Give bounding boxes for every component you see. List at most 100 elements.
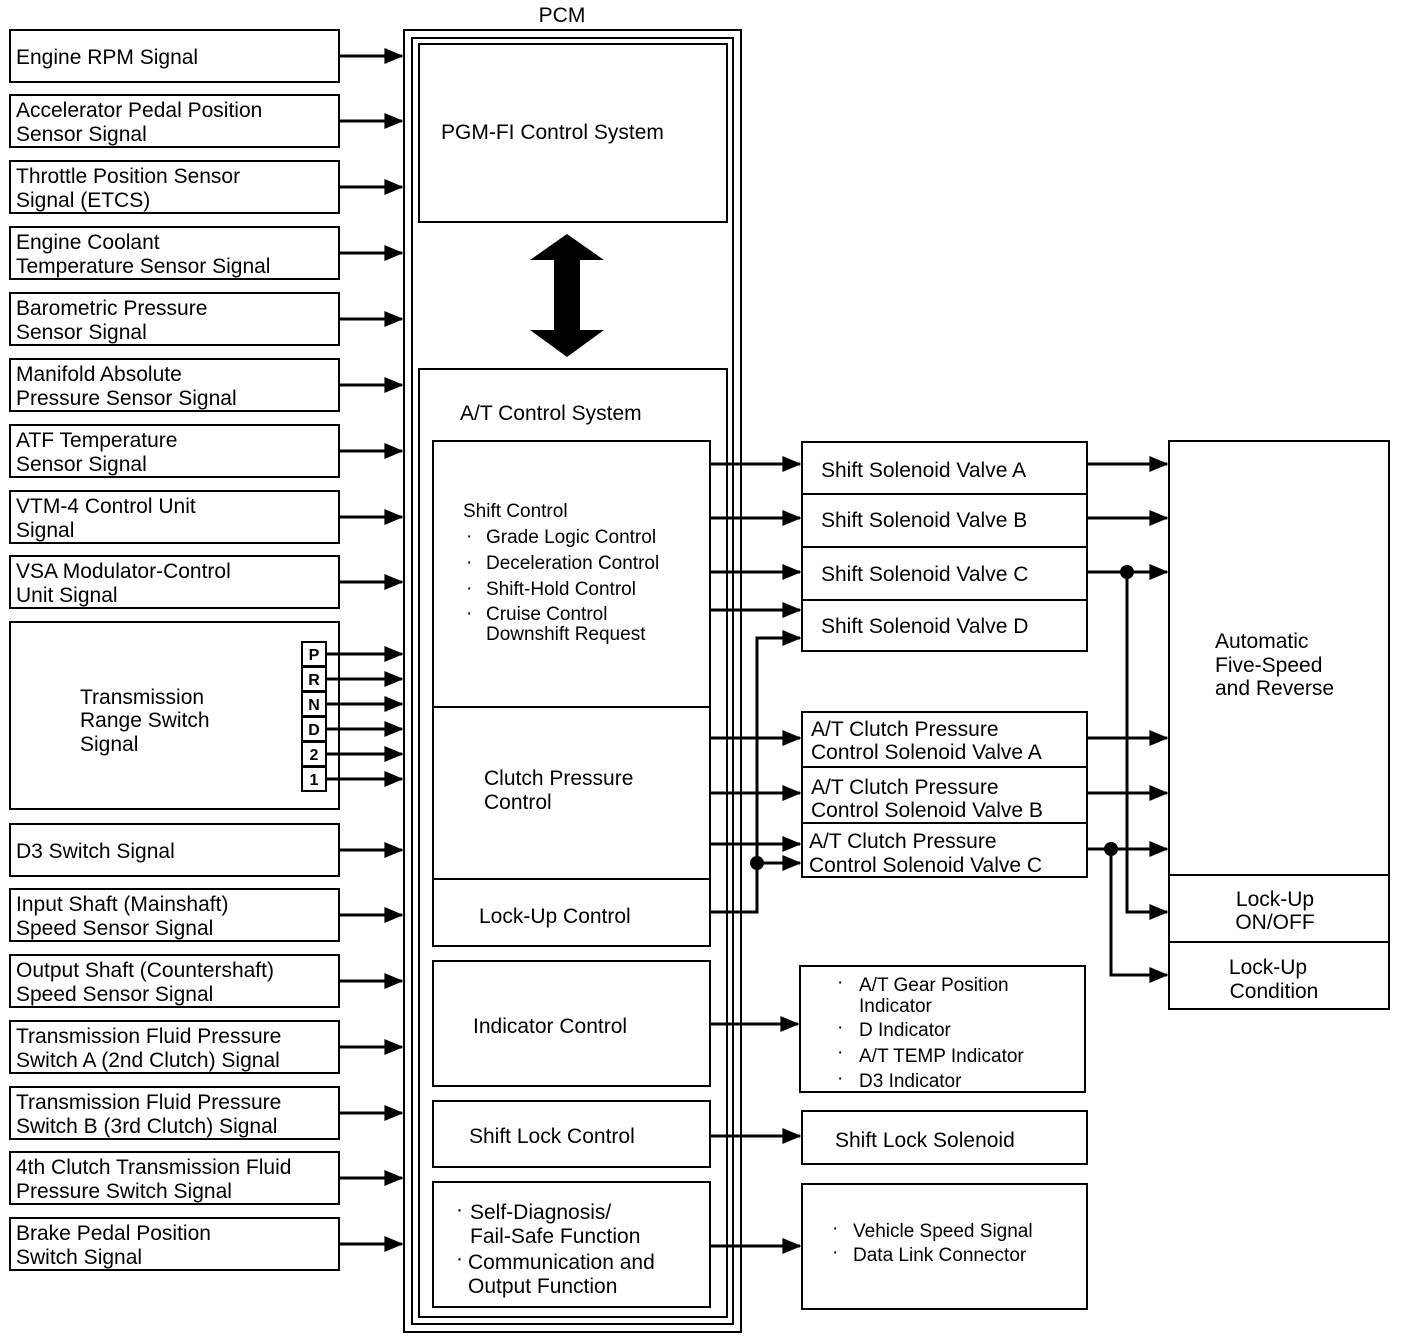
list-item: Vehicle Speed Signal xyxy=(853,1221,1033,1242)
clutch-pressure-label: Clutch Pressure xyxy=(484,767,633,790)
shift-control-items: · Grade Logic Control · Deceleration Con… xyxy=(466,526,659,645)
shift-solenoid-b-box xyxy=(801,493,1088,548)
range-position: R xyxy=(301,666,404,692)
indicators-box xyxy=(799,965,1086,1093)
list-item: A/T TEMP Indicator xyxy=(859,1046,1024,1067)
shift-solenoid-a-label: Shift Solenoid Valve A xyxy=(821,459,1026,482)
input-signal-label: Throttle Position Sensor xyxy=(16,165,240,188)
input-signal-label: Input Shaft (Mainshaft) xyxy=(16,893,228,916)
valve-c-to-lockup-arrow xyxy=(1125,572,1169,920)
list-item: Cruise Control xyxy=(486,604,607,625)
range-position: N xyxy=(301,691,404,717)
bullet-icon: · xyxy=(456,1198,463,1221)
pgmfi-box xyxy=(418,43,728,223)
bullet-icon: · xyxy=(466,526,472,547)
range-position: P xyxy=(301,641,404,667)
input-signal-label: Engine Coolant xyxy=(16,231,160,254)
input-signal-box xyxy=(9,555,340,609)
lockup-onoff-label: Lock-Up xyxy=(1236,888,1314,911)
list-item: A/T Gear Position xyxy=(859,975,1009,996)
at-control-title: A/T Control System xyxy=(460,402,642,425)
input-signal-box xyxy=(9,1217,340,1271)
bullet-icon: · xyxy=(466,603,472,624)
input-signal-box xyxy=(9,358,340,412)
range-position: 1 xyxy=(301,766,404,792)
input-signal-box xyxy=(9,888,340,942)
bullet-icon: · xyxy=(837,1017,843,1038)
input-signal: Input Shaft (Mainshaft)Speed Sensor Sign… xyxy=(9,888,404,942)
shift-solenoid-a-box xyxy=(801,441,1088,495)
indicator-list: · A/T Gear Position Indicator · D Indica… xyxy=(837,972,1024,1092)
clutch-pressure-valves: A/T Clutch Pressure Control Solenoid Val… xyxy=(801,711,1088,878)
input-signal-label: Switch B (3rd Clutch) Signal xyxy=(16,1115,277,1138)
input-signal-box xyxy=(9,292,340,346)
bullet-icon: · xyxy=(837,972,843,993)
input-signal-label: Switch A (2nd Clutch) Signal xyxy=(16,1049,280,1072)
input-signal-label: Speed Sensor Signal xyxy=(16,917,213,940)
input-signal-label: Signal xyxy=(16,519,74,542)
input-signal-box xyxy=(9,29,340,83)
input-signal-box xyxy=(9,490,340,544)
list-item: Indicator xyxy=(859,996,933,1017)
clutch-valve-a-label: Control Solenoid Valve A xyxy=(811,741,1042,764)
clutch-c-to-condition-arrow xyxy=(1109,849,1169,983)
input-signal-label: ATF Temperature xyxy=(16,429,177,452)
bullet-icon: · xyxy=(837,1068,843,1089)
range-position-label: N xyxy=(308,697,320,714)
shift-lock-control-box xyxy=(432,1100,711,1168)
input-signal-label: Temperature Sensor Signal xyxy=(16,255,270,278)
range-position-label: R xyxy=(308,672,320,689)
input-signal-label: Output Shaft (Countershaft) xyxy=(16,959,274,982)
shift-solenoid-d-label: Shift Solenoid Valve D xyxy=(821,615,1028,638)
list-item: Downshift Request xyxy=(486,624,646,645)
lockup-control-label: Lock-Up Control xyxy=(479,905,631,928)
bullet-icon: · xyxy=(832,1242,838,1263)
range-switch-label: Range Switch xyxy=(80,709,210,732)
bullet-icon: · xyxy=(832,1218,838,1239)
input-signal: Engine RPM Signal xyxy=(9,29,404,83)
input-signal-label: Sensor Signal xyxy=(16,123,147,146)
input-signal-label: Transmission Fluid Pressure xyxy=(16,1091,281,1114)
input-signal-label: Sensor Signal xyxy=(16,321,147,344)
range-position: D xyxy=(301,716,404,742)
clutch-valve-c-label: A/T Clutch Pressure xyxy=(809,830,997,853)
transmission-box xyxy=(1168,440,1390,1010)
lockup-condition-label: Lock-Up xyxy=(1229,956,1307,979)
shift-lock-solenoid-box xyxy=(801,1110,1088,1165)
communication-label: Output Function xyxy=(468,1275,617,1298)
bullet-icon: · xyxy=(466,552,472,573)
range-switch-label: Transmission xyxy=(80,686,204,709)
lockup-to-valve-d-arrow xyxy=(710,630,802,914)
self-diagnosis-label: Self-Diagnosis/ xyxy=(470,1201,611,1224)
range-position-label: P xyxy=(309,647,320,664)
list-item: Deceleration Control xyxy=(486,553,659,574)
bullet-icon: · xyxy=(837,1042,843,1063)
bidirectional-arrow-icon xyxy=(530,234,604,357)
clutch-valve-a-label: A/T Clutch Pressure xyxy=(811,718,999,741)
shift-solenoid-c-box xyxy=(801,546,1088,601)
range-switch-label: Signal xyxy=(80,733,138,756)
list-item: Grade Logic Control xyxy=(486,527,656,548)
bullet-icon: · xyxy=(456,1247,463,1270)
input-signal-label: Barometric Pressure xyxy=(16,297,207,320)
input-signal-label: D3 Switch Signal xyxy=(16,840,175,863)
input-signal-label: 4th Clutch Transmission Fluid xyxy=(16,1156,291,1179)
input-signal-label: Brake Pedal Position xyxy=(16,1222,211,1245)
shift-solenoid-d-box xyxy=(801,599,1088,652)
transmission-label: Automatic xyxy=(1215,630,1308,653)
input-signal-label: Unit Signal xyxy=(16,584,118,607)
shift-control-title: Shift Control xyxy=(463,501,568,522)
input-signal-label: VSA Modulator-Control xyxy=(16,560,231,583)
